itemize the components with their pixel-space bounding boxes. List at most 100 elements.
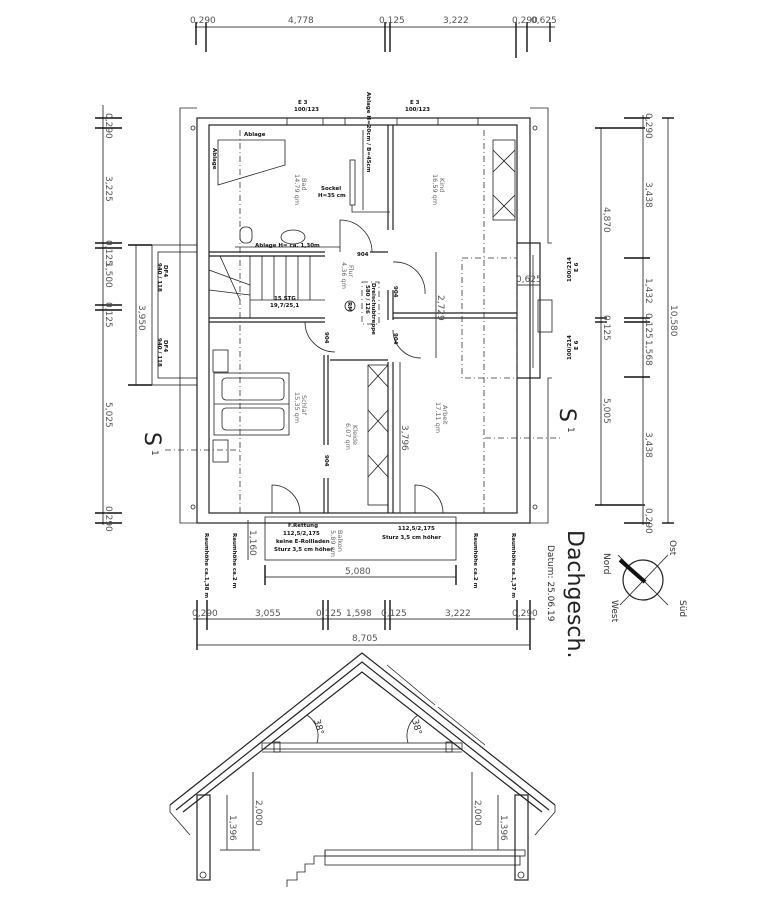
interior-walls	[209, 125, 517, 514]
window-label: 100/123	[294, 107, 319, 113]
dim-label: 0,290	[190, 16, 216, 26]
dim-label: 0,290	[192, 609, 218, 619]
dim-label: 0,290	[103, 506, 113, 532]
right-dimension-chain: 4,870 0,125 5,005 0,290 3,438 1,432 0,12…	[595, 113, 678, 534]
stair-flight	[208, 255, 325, 318]
annotation: Sockel	[321, 186, 341, 192]
door-label: 904	[323, 332, 329, 344]
section-number: 1	[565, 427, 575, 433]
dim-label: 3,225	[103, 176, 113, 202]
room-name-bad: Bad	[300, 178, 308, 191]
dim-label: 3,222	[443, 16, 469, 26]
room-area-schlaf: 15,35 qm	[293, 392, 301, 423]
section-marker: S	[139, 432, 164, 446]
annotation: Raumhöhe ca.1,38 m	[203, 533, 209, 598]
window-label: E 3	[298, 100, 308, 106]
dim-label: 0,125	[601, 315, 611, 341]
dim-label: 1,598	[346, 609, 372, 619]
compass-south-label: Süd	[677, 600, 687, 617]
window-label: DF4	[162, 265, 168, 277]
annotation: 19,7/25,1	[270, 303, 299, 309]
compass-west-label: West	[609, 600, 619, 623]
section-number: 1	[149, 450, 159, 456]
dim-label: 4,778	[288, 16, 314, 26]
door-label: 904	[392, 286, 398, 298]
inner-dimensions: 2,729 3,796 0,625	[399, 252, 542, 513]
dim-label: 1,160	[247, 530, 257, 556]
dim-label: 2,729	[435, 295, 445, 321]
window-label: 100/214	[567, 335, 573, 360]
dim-label: 1,396	[498, 815, 508, 841]
dim-label: 0,290	[643, 113, 653, 139]
room-name-schlaf: Schlaf	[300, 395, 308, 416]
window-label: E 6	[574, 340, 580, 350]
room-name-balkon: Balkon	[336, 530, 344, 552]
drawing-title: Dachgesch.	[562, 530, 587, 658]
annotation: 580 / 126	[364, 285, 370, 314]
window-label: 940 / 118	[156, 263, 162, 292]
annotation: Ablage	[244, 132, 266, 138]
dim-label: 1,500	[103, 262, 113, 288]
section-marker: S	[554, 408, 579, 422]
dim-label: 0,290	[103, 113, 113, 139]
dim-label: 0,290	[512, 609, 538, 619]
dim-label: 3,438	[643, 182, 653, 208]
dim-label: 1,432	[643, 278, 653, 304]
dim-label: 0,625	[516, 275, 542, 285]
dim-label: 0,290	[512, 16, 538, 26]
annotation: Raumhöhe ca.1,37 m	[510, 533, 516, 598]
annotation: H=35 cm	[318, 193, 346, 199]
dim-label: 0,125	[381, 609, 407, 619]
dim-label: 2,000	[253, 800, 263, 826]
dim-label: 5,025	[103, 402, 113, 428]
room-name-kind: Kind	[438, 178, 446, 192]
room-name-flur: Flur	[347, 265, 355, 278]
wardrobe-kleide	[367, 364, 389, 506]
dim-label: 0,290	[643, 508, 653, 534]
dim-label: 0,125	[103, 240, 113, 266]
dim-label: 3,796	[399, 425, 409, 451]
room-area-balkon: 5,89 qm	[329, 530, 337, 557]
dim-label: 1,568	[643, 340, 653, 366]
dim-label: 0,125	[643, 313, 653, 339]
annotation: Dreischubtreppe	[370, 283, 376, 335]
room-area-flur: 4,36 qm	[340, 262, 348, 289]
annotation: Sturz 3,5 cm höher	[274, 547, 333, 553]
annotation: 15 STG	[274, 296, 296, 302]
dim-label: 1,396	[227, 815, 237, 841]
fixtures	[208, 130, 518, 513]
annotation: Ablage H= ca. 1,30m	[255, 243, 320, 249]
dim-label: 3,055	[255, 609, 281, 619]
annotation: F.Rettung	[288, 523, 318, 529]
dim-label: 4,870	[601, 207, 611, 233]
dim-label: 8,705	[352, 634, 378, 644]
dim-label: 3,950	[136, 305, 146, 331]
window-label: E 3	[410, 100, 420, 106]
window-label: 100/123	[405, 107, 430, 113]
annotation: 112,5/2,175	[283, 531, 320, 537]
smoke-detector-label: RM	[346, 302, 352, 312]
roof-angle-label: 38°	[311, 718, 325, 736]
room-area-bad: 14,79 qm	[293, 174, 301, 205]
dim-label: 5,080	[345, 567, 371, 577]
window-label: 940 / 118	[156, 338, 162, 367]
left-dimension-chain: 0,290 3,225 0,125 1,500 0,125 5,025 0,29…	[95, 105, 152, 532]
dim-label: 0,125	[103, 302, 113, 328]
annotation: Sturz 3,5 cm höher	[382, 535, 441, 541]
window-label: 100/214	[567, 257, 573, 282]
room-labels: Bad 14,79 qm Kind 16,59 qm Flur 4,36 qm …	[293, 174, 449, 450]
dim-label: 2,000	[472, 800, 482, 826]
annotation: 112,5/2,175	[398, 526, 435, 532]
door-label: 904	[323, 455, 329, 467]
room-name-arbeit: Arbeit	[441, 405, 449, 425]
dim-label: 5,005	[601, 398, 611, 424]
dim-label: 3,438	[643, 432, 653, 458]
wardrobe-kind	[492, 139, 516, 221]
dim-label: 0,125	[379, 16, 405, 26]
compass-east-label: Ost	[667, 540, 677, 556]
room-area-kind: 16,59 qm	[431, 174, 439, 205]
window-label: DF4	[162, 340, 168, 352]
double-bed	[212, 349, 290, 463]
annotation: Ablage	[211, 148, 217, 170]
